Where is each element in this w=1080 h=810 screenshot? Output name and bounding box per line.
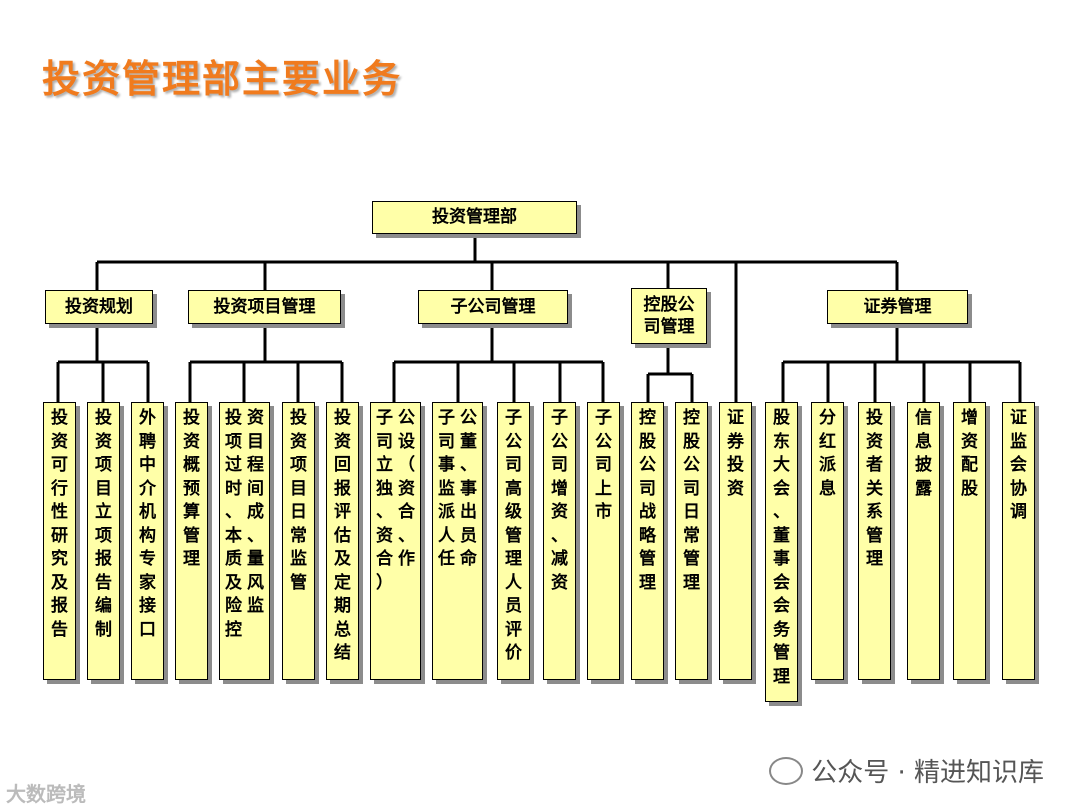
leaf-node: 子 公 司 高 级 管 理 人 员 评 价 [497,402,530,680]
root-node: 投资管理部 [372,201,577,234]
leaf-node: 股 东 大 会 、 董 事 会 会 务 管 理 [765,402,798,702]
leaf-label: 投 资 项 目 立 项 报 告 编 制 [95,408,112,640]
leaf-node: 投 资 项 目 日 常 监 管 [282,402,315,680]
leaf-label-column: 公 董 、 事 出 员 命 [460,408,477,569]
leaf-label: 增 资 配 股 [961,408,978,499]
leaf-label-column: 资 目 程 间 成 、 量 风 监 [247,408,264,616]
leaf-label: 信 息 披 露 [915,408,932,499]
group-holding: 控股公司管理 [631,288,707,344]
leaf-label: 投 资 可 行 性 研 究 及 报 告 [51,408,68,640]
group-project-label: 投资项目管理 [213,296,316,317]
group-project: 投资项目管理 [188,290,341,324]
leaf-label: 子 公 司 上 市 [595,408,612,522]
group-subsidiary-label: 子公司管理 [450,296,536,317]
leaf-node: 子 公 司 增 资 、 减 资 [543,402,576,680]
leaf-node: 分 红 派 息 [811,402,844,680]
wechat-label: 公众号 · 精进知识库 [811,758,1044,788]
leaf-node: 增 资 配 股 [953,402,986,680]
leaf-label: 控 股 公 司 日 常 管 理 [683,408,700,593]
group-securities-label: 证券管理 [863,296,932,317]
leaf-node: 子 司 事 监 派 人 任公 董 、 事 出 员 命 [432,402,483,680]
leaf-node: 控 股 公 司 日 常 管 理 [675,402,708,680]
leaf-node: 投 资 者 关 系 管 理 [858,402,891,680]
leaf-node: 证 监 会 协 调 [1002,402,1035,680]
page-title: 投资管理部主要业务 [42,57,403,101]
leaf-label: 投 资 回 报 评 估 及 定 期 总 结 [334,408,351,663]
group-planning-label: 投资规划 [65,296,133,317]
leaf-label: 外 聘 中 介 机 构 专 家 接 口 [139,408,156,640]
leaf-label: 控 股 公 司 战 略 管 理 [639,408,656,593]
leaf-label: 分 红 派 息 [819,408,836,499]
leaf-node: 证 券 投 资 [719,402,752,680]
leaf-label: 投 资 项 目 日 常 监 管 [290,408,307,593]
leaf-node: 投 资 回 报 评 估 及 定 期 总 结 [326,402,359,680]
wechat-icon [769,756,804,785]
leaf-label-column: 子 司 事 监 派 人 任 [438,408,455,569]
leaf-label-column: 公 设 （ 资 合 、 作 [398,408,415,569]
leaf-label: 子 公 司 高 级 管 理 人 员 评 价 [505,408,522,663]
leaf-node: 子 公 司 上 市 [587,402,620,680]
leaf-node: 控 股 公 司 战 略 管 理 [631,402,664,680]
leaf-label: 子 公 司 增 资 、 减 资 [551,408,568,593]
leaf-label-column: 投 项 过 时 、 本 质 及 险 控 [225,408,242,640]
leaf-label: 股 东 大 会 、 董 事 会 会 务 管 理 [773,408,790,687]
leaf-label: 投 资 概 预 算 管 理 [183,408,200,569]
wechat-watermark: 公众号 · 精进知识库 [769,752,1044,789]
leaf-node: 信 息 披 露 [907,402,940,680]
leaf-label: 投 资 者 关 系 管 理 [866,408,883,569]
leaf-node: 投 项 过 时 、 本 质 及 险 控资 目 程 间 成 、 量 风 监 [219,402,270,680]
leaf-node: 投 资 项 目 立 项 报 告 编 制 [87,402,120,680]
leaf-label-column: 子 司 立 独 、 资 合 ） [376,408,393,593]
leaf-node: 子 司 立 独 、 资 合 ） 公 设 （ 资 合 、 作 [370,402,421,680]
group-planning: 投资规划 [45,290,153,324]
group-subsidiary: 子公司管理 [418,290,568,324]
leaf-node: 外 聘 中 介 机 构 专 家 接 口 [131,402,164,680]
leaf-label: 证 券 投 资 [727,408,744,499]
leaf-node: 投 资 概 预 算 管 理 [175,402,208,680]
root-label: 投资管理部 [432,207,517,228]
group-holding-label: 控股公司管理 [643,294,695,337]
leaf-label: 证 监 会 协 调 [1010,408,1027,522]
logo-watermark: 大数跨境 [6,782,86,806]
group-securities: 证券管理 [827,290,968,324]
leaf-node: 投 资 可 行 性 研 究 及 报 告 [43,402,76,680]
